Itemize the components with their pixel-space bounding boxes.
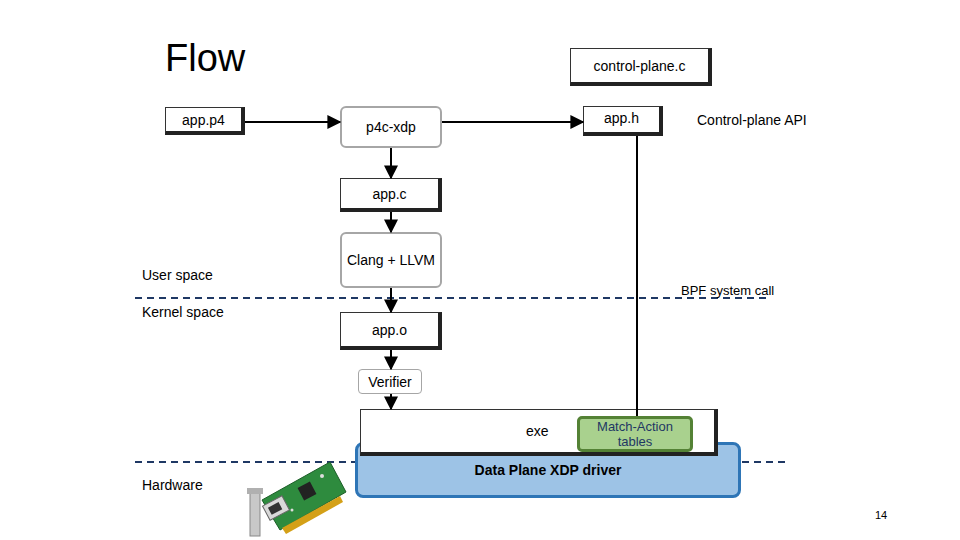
node-text: app.h [604,110,639,126]
flow-arrow [442,121,583,123]
flow-arrow [390,350,392,369]
annotation-label: 14 [875,509,887,521]
table-box: Match-Action tables [577,416,693,452]
annotation-label: BPF system call [681,283,774,298]
node-text: exe [526,423,549,439]
node-text: app.o [372,322,407,338]
flow-arrow [245,121,340,123]
diagram-title: Flow [165,36,245,80]
flow-arrow [390,288,392,312]
verifier-box: Verifier [358,369,422,394]
annotation-label: Control-plane API [697,112,807,128]
flow-arrow [390,148,392,178]
node-text: app.p4 [182,112,225,128]
annotation-label: Kernel space [142,304,224,320]
annotation-label: User space [142,267,213,283]
source-file: app.p4 [165,107,245,135]
node-text: control-plane.c [594,58,686,74]
node-text: Data Plane XDP driver [475,462,622,478]
source-file: control-plane.c [570,48,712,86]
node-text: Verifier [368,374,412,390]
object-file: app.o [340,312,442,350]
flow-arrow [390,212,392,232]
source-file: app.c [340,178,442,212]
node-text: Clang + LLVM [347,252,435,268]
compiler-box: Clang + LLVM [340,232,442,288]
node-text: Match-Action tables [580,419,690,449]
space-divider [135,297,770,299]
flow-arrow [636,136,638,416]
compiler-box: p4c-xdp [340,106,442,148]
nic-illustration [247,462,346,536]
header-file: app.h [583,106,663,136]
space-divider [135,461,355,463]
space-divider [742,461,785,463]
flow-arrow [390,394,392,409]
node-text: p4c-xdp [366,119,416,135]
annotation-label: Hardware [142,477,203,493]
node-text: app.c [372,186,406,202]
executable-box: exe Match-Action tables [360,409,718,456]
